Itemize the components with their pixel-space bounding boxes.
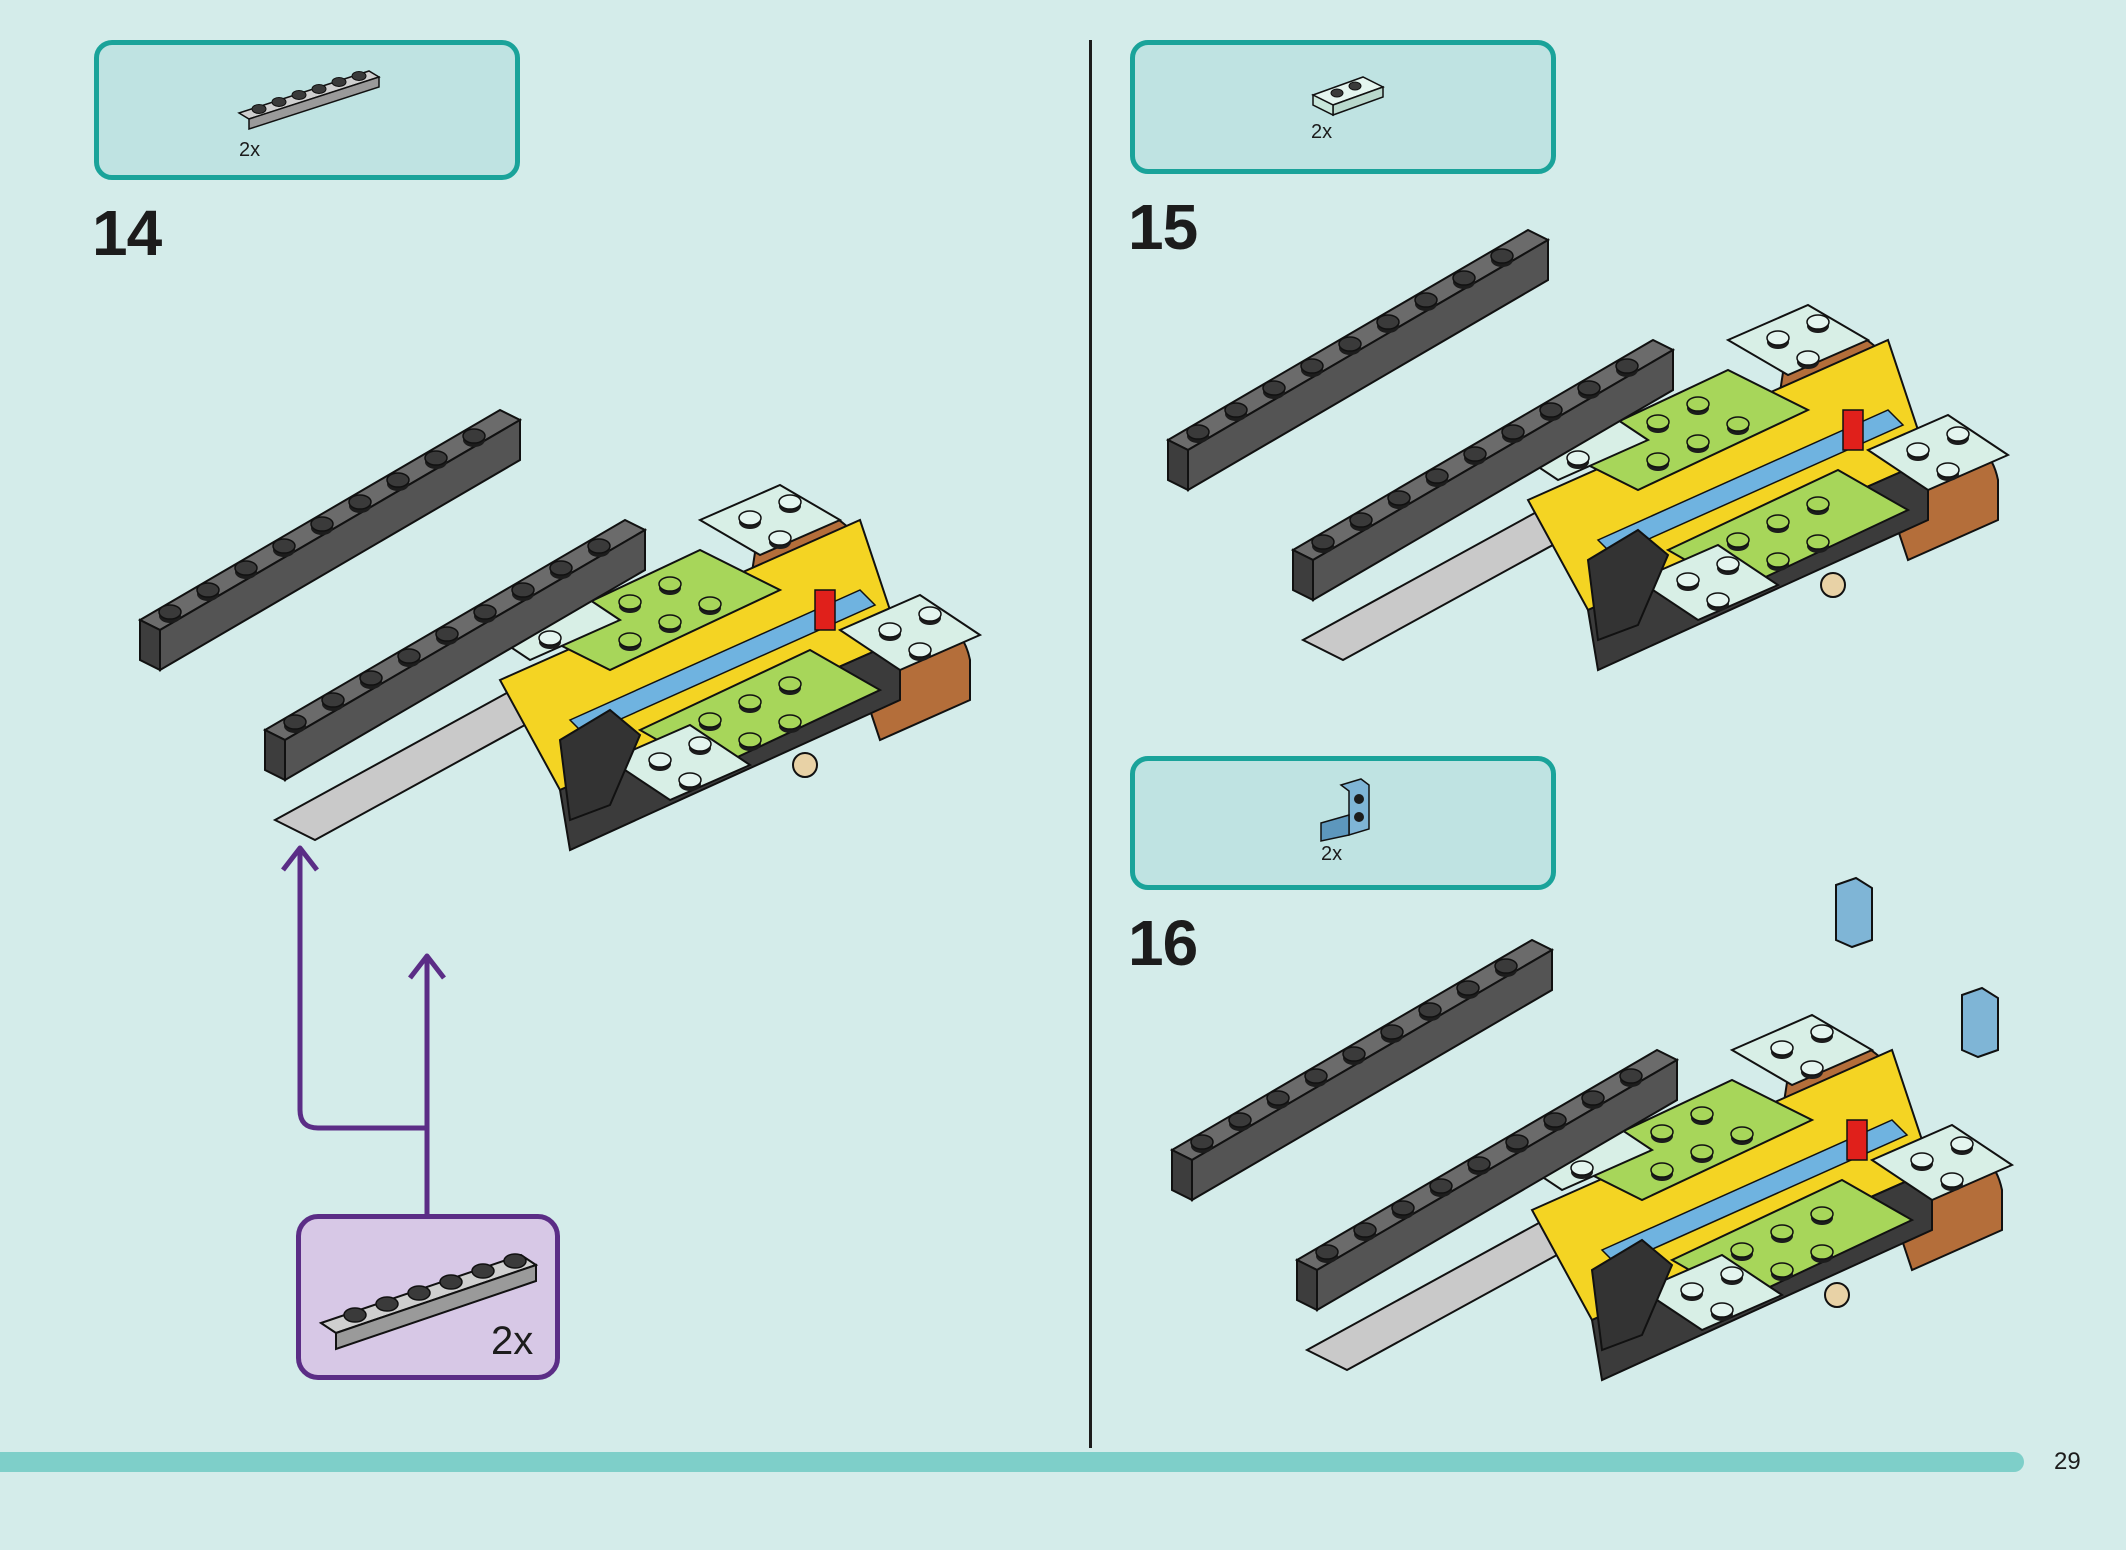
parts-box-step-16: 2x: [1130, 756, 1556, 890]
page-number: 29: [2054, 1448, 2081, 1475]
parts-quantity: 2x: [1311, 121, 1333, 143]
plate-1x6-part-icon: [237, 70, 381, 131]
bracket-part-icon: [1320, 778, 1370, 842]
step-number: 15: [1128, 191, 1198, 263]
page-divider: [1089, 40, 1092, 1448]
parts-quantity: 2x: [1321, 843, 1343, 865]
footer-bar: [0, 1452, 2024, 1472]
subassembly-callout: 2x: [296, 1214, 560, 1380]
plate-1x6-part-icon: [318, 1253, 539, 1351]
bracket-part: [1835, 876, 1873, 949]
plate-2x2-part-icon: [1311, 76, 1385, 117]
parts-quantity: 2x: [239, 139, 261, 161]
parts-box-step-15: 2x: [1130, 40, 1556, 174]
step-number: 16: [1128, 907, 1198, 979]
subassembly-arrows: [281, 845, 446, 1214]
step-number: 14: [92, 197, 162, 269]
bracket-part: [1961, 986, 1999, 1059]
subassembly-quantity: 2x: [491, 1319, 534, 1363]
step-16-model-illustration: [1172, 876, 2052, 1550]
parts-box-step-14: 2x: [94, 40, 520, 180]
